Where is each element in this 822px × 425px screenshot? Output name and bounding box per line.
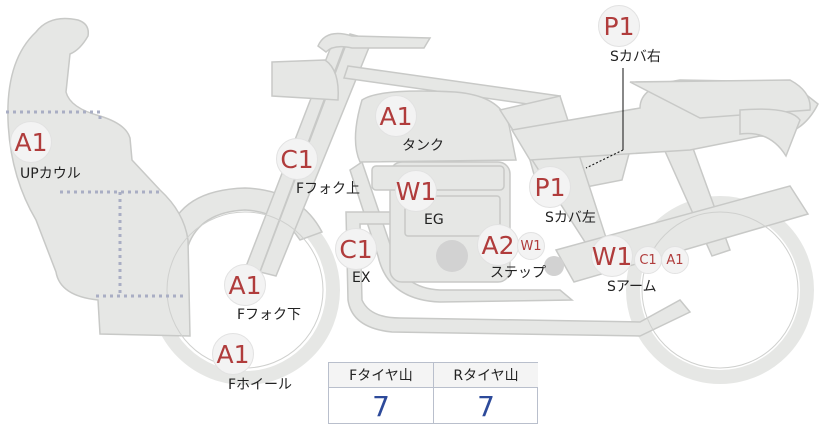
exhaust-damage-badge: C1 — [335, 228, 377, 270]
rear-tread-header: Rタイヤ山 — [434, 363, 538, 388]
headlight — [271, 59, 339, 101]
swing-arm-label: Sアーム — [607, 279, 657, 295]
front-tread-header: Fタイヤ山 — [329, 363, 433, 388]
engine-label: EG — [424, 212, 444, 228]
rear-wheel — [626, 196, 814, 384]
tire-tread-table: Fタイヤ山 Rタイヤ山 7 7 — [328, 362, 538, 424]
exhaust-label: EX — [352, 270, 371, 286]
f-wheel-label: Fホイール — [228, 377, 293, 393]
upper-cowl — [7, 17, 191, 337]
f-fork-upper-label: Fフォク上 — [296, 181, 361, 197]
rear-tread-value: 7 — [477, 389, 495, 423]
s-cover-right-damage-badge: P1 — [598, 5, 640, 47]
f-fork-upper-damage-badge: C1 — [276, 138, 318, 180]
table-divider — [433, 363, 434, 423]
front-tread-value: 7 — [372, 389, 390, 423]
f-wheel-damage-badge: A1 — [212, 333, 254, 375]
s-cover-left-label: Sカバ左 — [545, 210, 596, 226]
swing-arm-damage-badge-2: C1 — [634, 246, 662, 274]
f-fork-lower-label: Fフォク下 — [237, 307, 302, 323]
step-label: ステップ — [490, 265, 546, 281]
tank-damage-badge: A1 — [375, 95, 417, 137]
up-cowl-damage-badge: A1 — [10, 121, 52, 163]
swing-arm-damage-badge-3: A1 — [661, 246, 689, 274]
s-cover-right-label: Sカバ右 — [610, 49, 661, 65]
engine-damage-badge: W1 — [395, 170, 437, 212]
f-fork-lower-damage-badge: A1 — [224, 264, 266, 306]
step-damage-badge-2: W1 — [517, 232, 545, 260]
tank-label: タンク — [402, 138, 444, 154]
swing-arm-damage-badge-1: W1 — [591, 235, 633, 277]
up-cowl-label: UPカウル — [20, 166, 81, 182]
s-cover-left-damage-badge: P1 — [529, 166, 571, 208]
step-damage-badge-1: A2 — [477, 224, 519, 266]
